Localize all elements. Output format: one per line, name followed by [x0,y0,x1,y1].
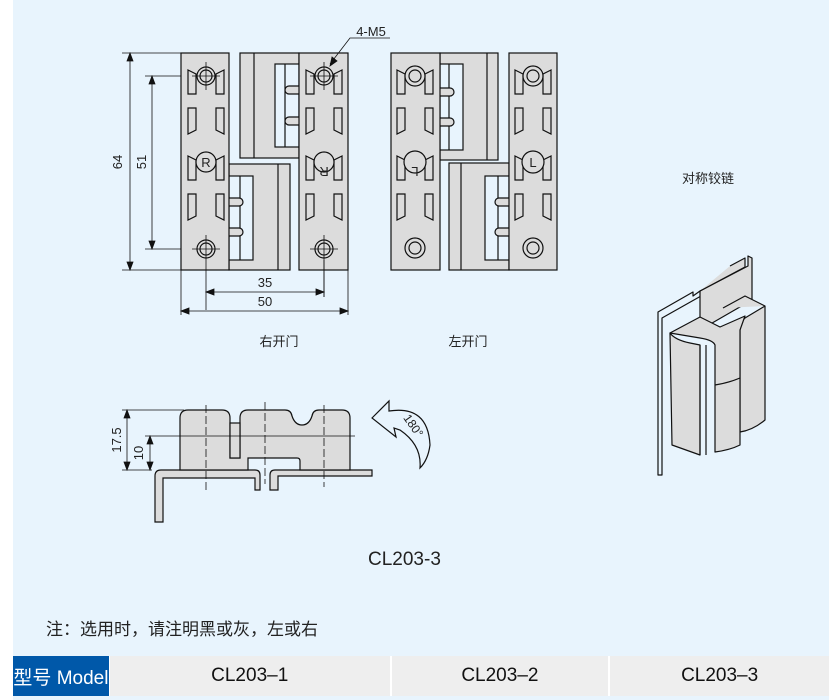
mark-left-flipped: L [411,164,418,179]
left-door-hinge-front-view [390,52,558,271]
side-dimensions [122,402,355,490]
label-right-door: 右开门 [259,334,298,349]
dim-height-holes: 51 [134,155,149,169]
hinge-side-view [154,409,373,523]
dim-side-axis: 10 [131,446,146,460]
model-cell: CL203–2 [389,656,609,696]
label-left-door: 左开门 [448,334,487,349]
mark-right: R [201,155,210,170]
dim-side-total: 17.5 [109,427,124,452]
right-door-hinge-front-view [180,52,349,271]
dim-height-total: 64 [110,155,125,169]
model-cell: CL203–3 [608,656,829,696]
dim-width-total: 50 [258,294,272,309]
model-table: 型号 Model CL203–1 CL203–2 CL203–3 [13,656,829,696]
model-header: 型号 Model [13,656,109,696]
dim-width-holes: 35 [258,275,272,290]
thread-callout: 4-M5 [356,24,386,39]
model-cell: CL203–1 [108,656,390,696]
dimension-lines [122,37,390,315]
center-lines [192,62,338,310]
selection-note: 注：选用时，请注明黑或灰，左或右 [46,620,318,639]
model-caption: CL203-3 [368,549,441,570]
mark-right-flipped: R [319,164,328,179]
rotation-arrow-icon [371,399,431,470]
hinge-3d-view [657,255,766,476]
label-symmetric-hinge: 对称铰链 [682,171,734,186]
mark-left: L [529,155,536,170]
